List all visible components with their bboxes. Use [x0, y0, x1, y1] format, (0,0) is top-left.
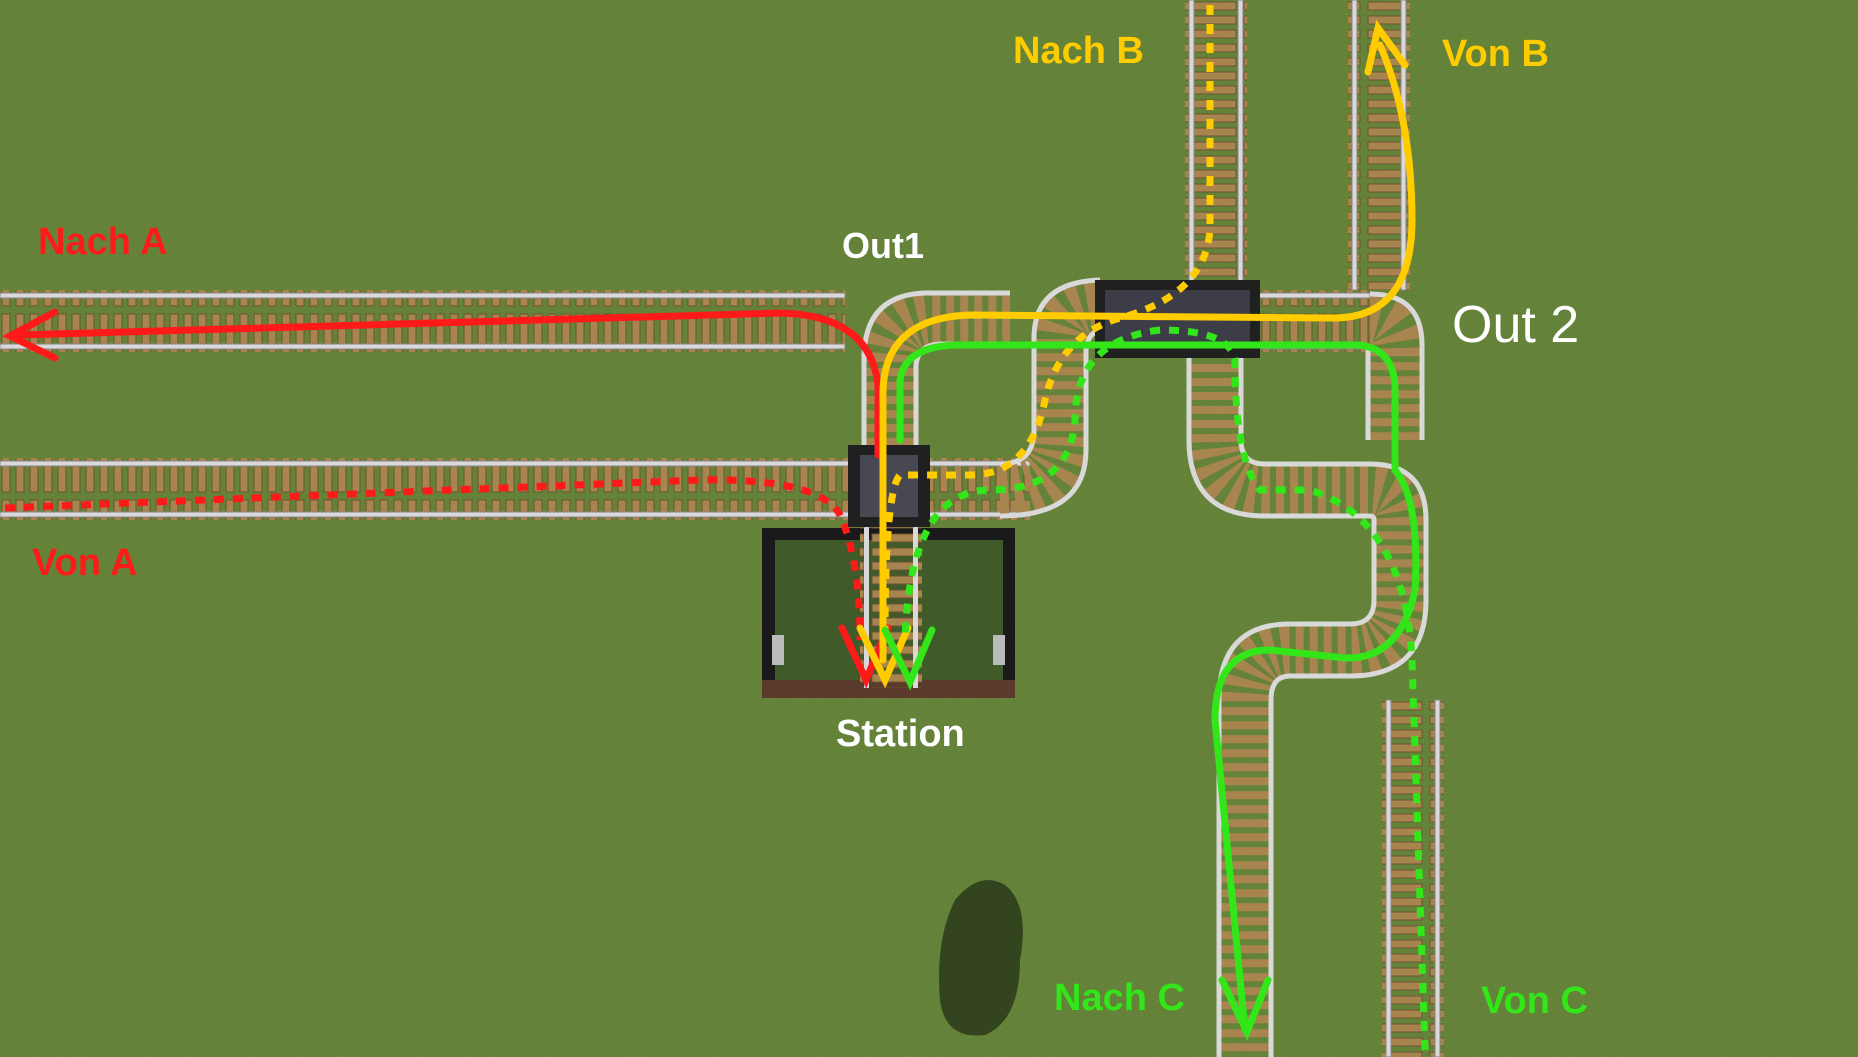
track-out2-curve — [1366, 294, 1422, 440]
route-nach-c-line — [896, 341, 1420, 1034]
route-von-b-arrow — [1364, 19, 1409, 76]
track-s-curve — [998, 278, 1102, 517]
route-a — [2, 308, 892, 689]
track-switch-south — [1188, 350, 1427, 1057]
track-von-c — [1382, 699, 1444, 1057]
route-von-a-line — [4, 476, 864, 641]
route-nach-a-arrow — [2, 308, 59, 362]
route-nach-a-line — [16, 309, 882, 459]
label-nach-c: Nach C — [1054, 977, 1185, 1019]
route-nach-c-arrow — [1218, 976, 1272, 1041]
route-von-c-arrow — [881, 626, 936, 691]
label-nach-a: Nach A — [38, 221, 168, 263]
route-nach-b-arrow — [856, 624, 912, 689]
label-out1: Out1 — [842, 225, 924, 266]
label-von-a: Von A — [32, 542, 138, 584]
route-nach-b-line — [881, 5, 1214, 641]
label-von-c: Von C — [1481, 980, 1588, 1022]
route-von-c-line — [901, 326, 1429, 1051]
shadow-blob-icon — [939, 880, 1023, 1036]
label-out2: Out 2 — [1452, 296, 1579, 354]
label-nach-b: Nach B — [1013, 30, 1144, 72]
label-station: Station — [836, 713, 965, 755]
route-von-b-line — [879, 41, 1416, 664]
route-b — [856, 5, 1416, 689]
label-von-b: Von B — [1442, 33, 1549, 75]
route-c — [881, 326, 1429, 1051]
track-nach-b — [1185, 0, 1247, 291]
track-top-west — [0, 290, 846, 352]
